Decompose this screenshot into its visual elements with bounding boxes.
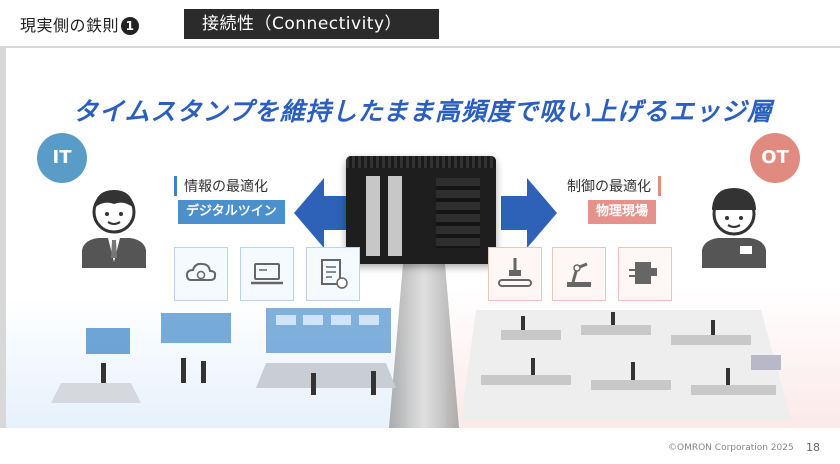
edge-controller-image bbox=[346, 156, 496, 264]
controller-vents bbox=[346, 156, 496, 168]
header-divider bbox=[0, 46, 840, 48]
topic-title: 接続性（Connectivity） bbox=[184, 9, 439, 39]
ot-person-icon bbox=[702, 188, 766, 268]
controller-panel bbox=[366, 176, 380, 256]
ot-badge: OT bbox=[750, 133, 800, 183]
right-arrow-icon bbox=[501, 178, 557, 248]
rule-title-text: 現実側の鉄則 bbox=[20, 16, 120, 35]
headline: タイムスタンプを維持したまま高頻度で吸い上げるエッジ層 bbox=[72, 97, 773, 126]
laptop-icon bbox=[240, 247, 294, 301]
robot-arm-conveyor-icon bbox=[488, 247, 542, 301]
it-badge: IT bbox=[37, 133, 87, 183]
robot-arm-icon bbox=[552, 247, 606, 301]
document-gear-icon bbox=[306, 247, 360, 301]
ot-label: 制御の最適化 bbox=[567, 176, 661, 196]
cloud-gear-icon bbox=[174, 247, 228, 301]
digital-twin-illustration bbox=[51, 308, 396, 403]
page-number: 18 bbox=[806, 441, 820, 454]
rule-number-badge: 1 bbox=[121, 17, 140, 35]
copyright: ©OMRON Corporation 2025 bbox=[668, 443, 794, 453]
controller-panel bbox=[388, 176, 402, 256]
it-person-icon bbox=[82, 190, 146, 268]
it-label: 情報の最適化 bbox=[174, 176, 268, 196]
ot-tag: 物理現場 bbox=[588, 200, 657, 224]
left-arrow-icon bbox=[294, 178, 350, 248]
it-tag: デジタルツイン bbox=[178, 200, 285, 224]
machine-icon bbox=[618, 247, 672, 301]
factory-floor-illustration bbox=[461, 310, 791, 420]
slide-body: タイムスタンプを維持したまま高頻度で吸い上げるエッジ層 IT OT 情報の最適化… bbox=[6, 48, 840, 428]
left-edge-strip bbox=[0, 48, 6, 428]
controller-ports bbox=[436, 178, 480, 248]
